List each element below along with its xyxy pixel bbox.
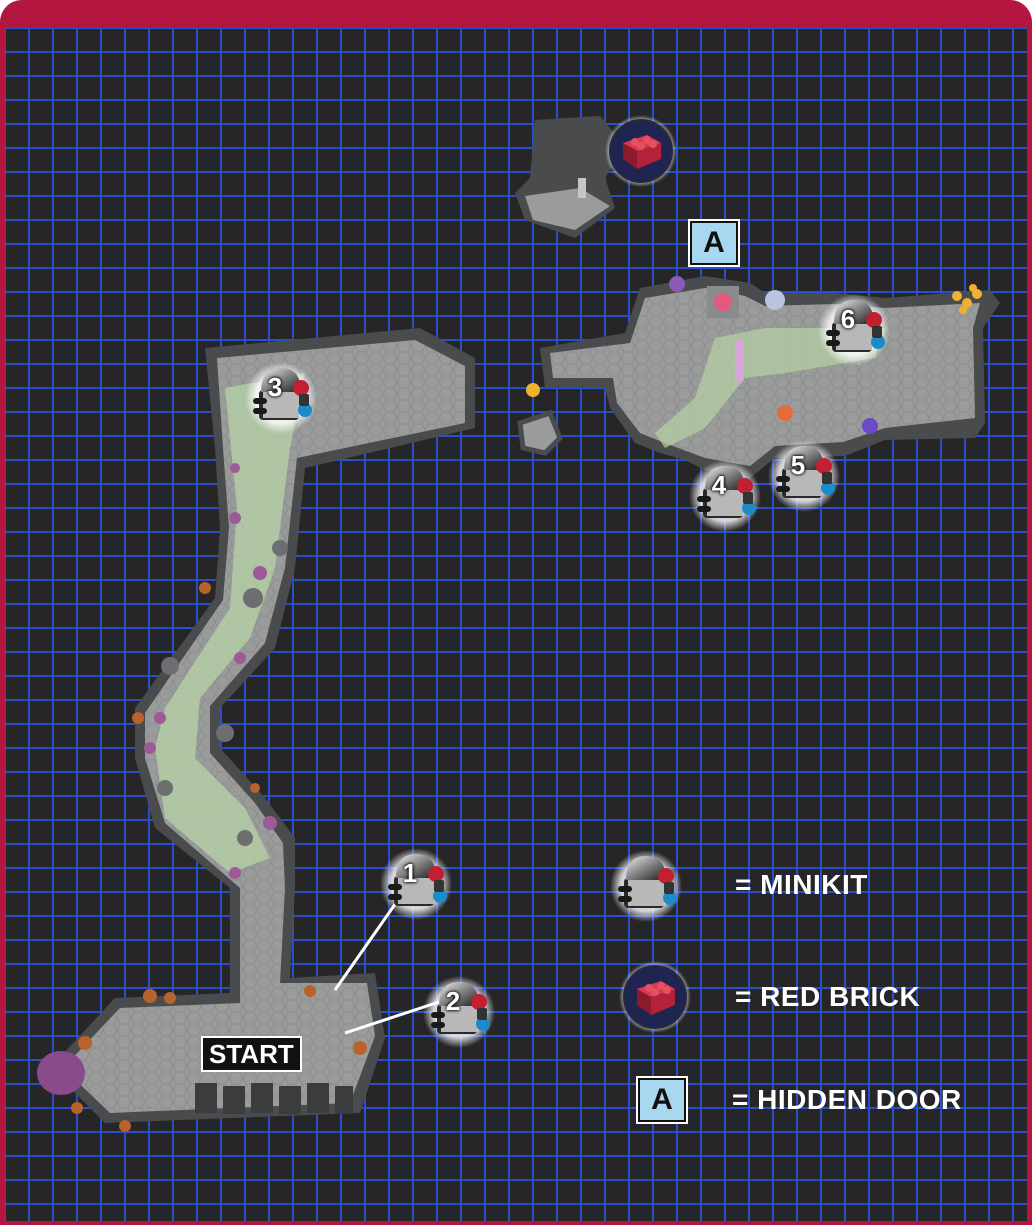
minikit-number: 1 [402,858,418,888]
bottom-rubble [195,1083,353,1114]
east-outcrop [517,409,563,456]
minikit-icon [768,440,840,512]
purple-urchin [862,418,878,434]
minikit-icon [423,976,495,1048]
map-canvas: START A 1 2 3 4 5 6 [5,28,1027,1221]
red-brick-marker[interactable] [603,113,679,189]
starfish [526,383,540,397]
level-map [37,116,1000,1132]
minikit-icon [818,294,890,366]
red-brick-icon [605,115,677,187]
legend-hidden-door-label: = HIDDEN DOOR [732,1084,962,1115]
minikit-3[interactable]: 3 [245,358,321,434]
minikit-number: 5 [790,450,806,480]
minikit-1[interactable]: 1 [380,844,456,920]
orange-rocks [71,582,367,1132]
pink-pillar [735,340,743,382]
hidden-door-marker[interactable]: A [688,219,740,267]
minikit-icon [610,850,682,922]
legend-minikit-icon [610,846,686,922]
grey-rocks [157,540,288,846]
red-brick-island-floor [525,188,610,230]
minikit-icon [689,460,761,532]
red-coral [777,405,793,421]
legend-hidden-door-icon: A [636,1076,688,1124]
gold-studs [952,284,982,314]
minikit-5[interactable]: 5 [768,436,844,512]
minikit-4[interactable]: 4 [689,456,765,532]
minikit-number: 4 [711,470,727,500]
minikit-icon [245,362,317,434]
legend-red-brick [617,959,693,1035]
purple-pebbles [144,463,277,879]
pink-gem [714,293,732,311]
minikit-2[interactable]: 2 [423,972,499,1048]
start-label: START [201,1036,302,1072]
sea-urchin [669,276,685,292]
red-brick-icon [619,961,691,1033]
minikit-number: 3 [267,372,283,402]
legend-minikit-label: = MINIKIT [735,869,868,900]
minikit-6[interactable]: 6 [818,290,894,366]
moss-patch [155,373,305,873]
minikit-number: 6 [840,304,856,334]
minikit-icon [380,848,452,920]
legend-red-brick-label: = RED BRICK [735,981,921,1012]
island-door [578,178,586,198]
minikit-number: 2 [445,986,461,1016]
purple-coral [37,1051,85,1095]
coral-fan [765,290,785,310]
east-moss [655,328,885,448]
